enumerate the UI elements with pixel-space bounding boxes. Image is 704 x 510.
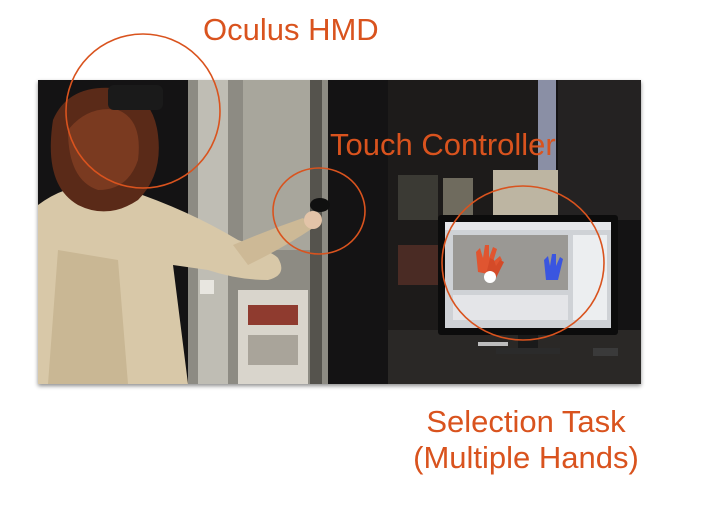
selection-task-label: Selection Task (Multiple Hands)	[388, 404, 664, 475]
hanging-cloth	[538, 80, 556, 170]
lab-photo	[38, 80, 641, 384]
inspector-panel	[573, 235, 607, 320]
selection-task-line-2: (Multiple Hands)	[413, 439, 639, 475]
curtain	[558, 80, 641, 220]
shelf-items-a	[398, 175, 438, 220]
desk	[388, 330, 641, 384]
touch-controller	[310, 198, 330, 212]
monitor-stand	[518, 335, 538, 349]
hmd-label: Oculus HMD	[203, 12, 379, 47]
shelf-items-b	[443, 178, 473, 218]
vr-headset	[108, 85, 163, 110]
paper-note	[493, 170, 558, 220]
touch-controller-label: Touch Controller	[330, 127, 556, 162]
mouse	[593, 348, 618, 356]
cable	[478, 342, 508, 346]
person-hand	[304, 211, 322, 229]
door-edge	[310, 80, 322, 384]
selection-sphere	[484, 271, 496, 283]
project-panel	[453, 295, 568, 320]
jacket-shadow	[48, 250, 128, 384]
monitor-base	[496, 348, 560, 354]
poster-graphic	[248, 305, 298, 325]
cup	[200, 280, 214, 294]
poster-text	[248, 335, 298, 365]
photo-illustration	[38, 80, 641, 384]
app-toolbar	[445, 222, 611, 230]
selection-task-line-1: Selection Task	[426, 404, 626, 439]
